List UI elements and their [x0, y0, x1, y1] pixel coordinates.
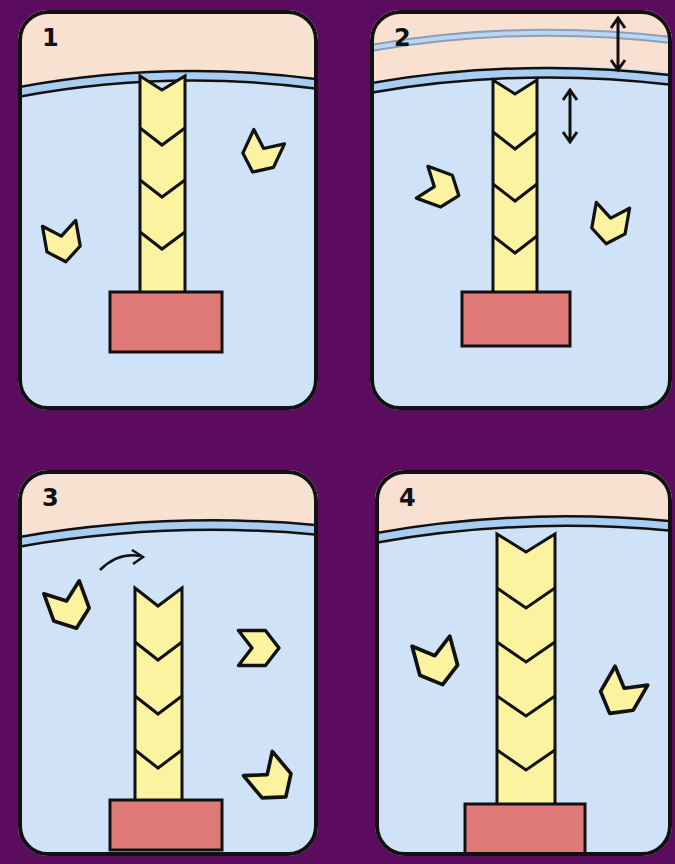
- panel-art: [375, 470, 672, 856]
- panel-number: 2: [394, 24, 411, 52]
- panel-number: 4: [399, 484, 416, 512]
- panel-art: [18, 470, 318, 856]
- panel-number: 1: [42, 24, 59, 52]
- panel-frame: 3: [18, 470, 318, 856]
- panel-art: [370, 10, 672, 410]
- panel-frame: 2: [370, 10, 672, 410]
- panel-frame: 4: [375, 470, 672, 856]
- panel-art: [18, 10, 318, 410]
- panel-frame: 1: [18, 10, 318, 410]
- panel-number: 3: [42, 484, 59, 512]
